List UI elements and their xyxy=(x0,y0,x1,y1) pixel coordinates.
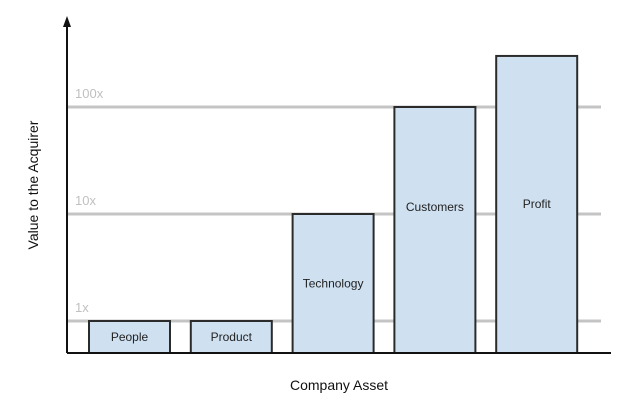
bar-profit xyxy=(495,54,579,354)
bars: People Product Technology Customers Profit xyxy=(88,54,579,354)
y-tick-label: 10x xyxy=(75,193,96,208)
bar-people xyxy=(88,320,171,354)
bar-label: Technology xyxy=(303,277,364,291)
bar-label: Profit xyxy=(523,197,552,211)
y-tick-label: 1x xyxy=(75,300,89,315)
bar-customers xyxy=(393,106,477,354)
y-axis-title: Value to the Acquirer xyxy=(25,120,41,249)
bar-label: Product xyxy=(211,330,253,344)
bar-label: Customers xyxy=(406,200,464,214)
bar-label: People xyxy=(111,330,149,344)
bar-technology xyxy=(291,213,375,354)
x-axis-title: Company Asset xyxy=(290,377,388,393)
y-axis-arrow-icon xyxy=(63,16,71,27)
y-tick-label: 100x xyxy=(75,86,104,101)
